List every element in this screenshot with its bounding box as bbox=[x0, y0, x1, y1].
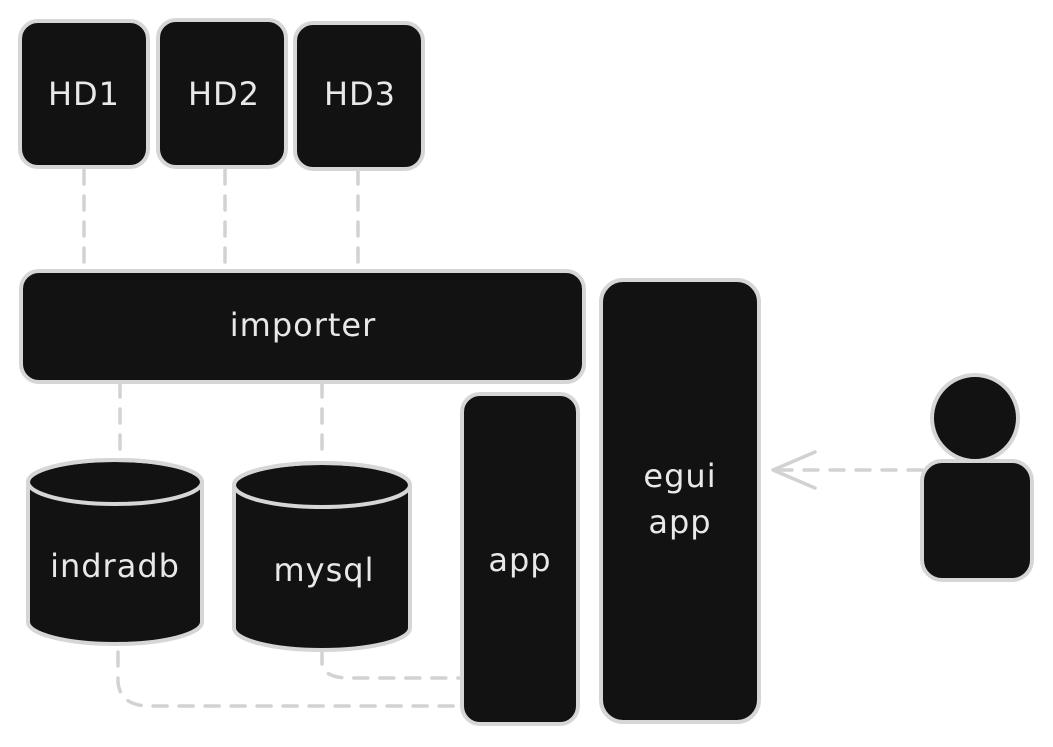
node-hd2-box bbox=[156, 18, 288, 169]
person-icon-head bbox=[930, 373, 1020, 463]
connector-mysql-app bbox=[320, 648, 462, 680]
node-hd1-box bbox=[18, 19, 150, 169]
node-app: app bbox=[460, 392, 580, 726]
node-app-box bbox=[460, 392, 580, 726]
node-mysql-label: mysql bbox=[274, 551, 375, 589]
arrowhead-egui bbox=[771, 450, 817, 490]
connectors bbox=[82, 168, 924, 708]
node-importer-label: importer bbox=[230, 306, 377, 344]
node-hd3-label: HD3 bbox=[324, 75, 396, 113]
node-egui-app: egui app bbox=[599, 278, 761, 724]
node-egui-app-label-line2: app bbox=[648, 503, 711, 541]
node-hd3-box bbox=[293, 21, 425, 171]
node-importer-box bbox=[19, 269, 586, 384]
node-egui-app-label-line1: egui bbox=[643, 457, 716, 495]
person-icon-body bbox=[920, 459, 1034, 582]
node-importer: importer bbox=[19, 269, 586, 384]
node-indradb-label: indradb bbox=[50, 547, 180, 585]
node-hd1: HD1 bbox=[18, 19, 150, 169]
node-mysql: mysql bbox=[232, 461, 412, 652]
connector-indradb-app bbox=[116, 650, 462, 708]
node-hd1-label: HD1 bbox=[48, 75, 120, 113]
node-hd3: HD3 bbox=[293, 21, 425, 171]
node-app-label: app bbox=[488, 541, 551, 579]
node-egui-app-box bbox=[599, 278, 761, 724]
node-hd2-label: HD2 bbox=[188, 75, 260, 113]
node-indradb-top bbox=[26, 458, 204, 506]
node-hd2: HD2 bbox=[156, 18, 288, 169]
node-indradb: indradb bbox=[26, 458, 204, 646]
node-mysql-top bbox=[232, 461, 412, 509]
person-icon bbox=[920, 373, 1034, 582]
